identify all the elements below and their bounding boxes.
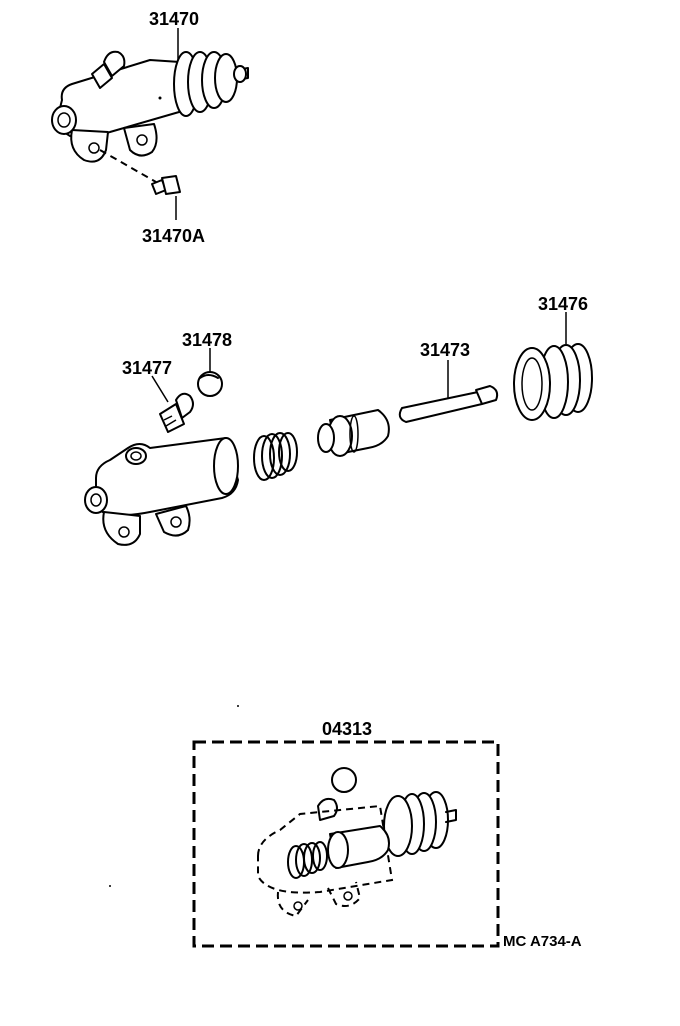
scan-dot [237, 705, 239, 707]
push-rod [398, 385, 499, 423]
part-label-repair-kit: 04313 [322, 719, 372, 739]
diagram-code: MC A734-A [503, 933, 582, 950]
part-label-bleeder-cap: 31478 [182, 330, 232, 350]
bleeder-cap [197, 371, 223, 397]
repair-kit-box [192, 740, 500, 948]
scan-dot [109, 885, 111, 887]
part-label-push-rod: 31473 [420, 340, 470, 360]
part-label-assembly: 31470 [149, 9, 199, 29]
cylinder-assembly [51, 50, 249, 163]
spring [253, 432, 298, 481]
part-label-bleeder-bolt: 31470A [142, 226, 205, 246]
cylinder-body [84, 437, 239, 546]
part-label-boot: 31476 [538, 294, 588, 314]
leader-line [151, 375, 169, 403]
dashed-leader [99, 149, 157, 183]
boot [513, 343, 593, 421]
repair-kit-contents [257, 767, 457, 918]
piston [317, 409, 390, 457]
bleeder-bolt [151, 175, 181, 195]
bleeder-plug [159, 392, 194, 433]
part-label-bleeder-plug: 31477 [122, 358, 172, 378]
